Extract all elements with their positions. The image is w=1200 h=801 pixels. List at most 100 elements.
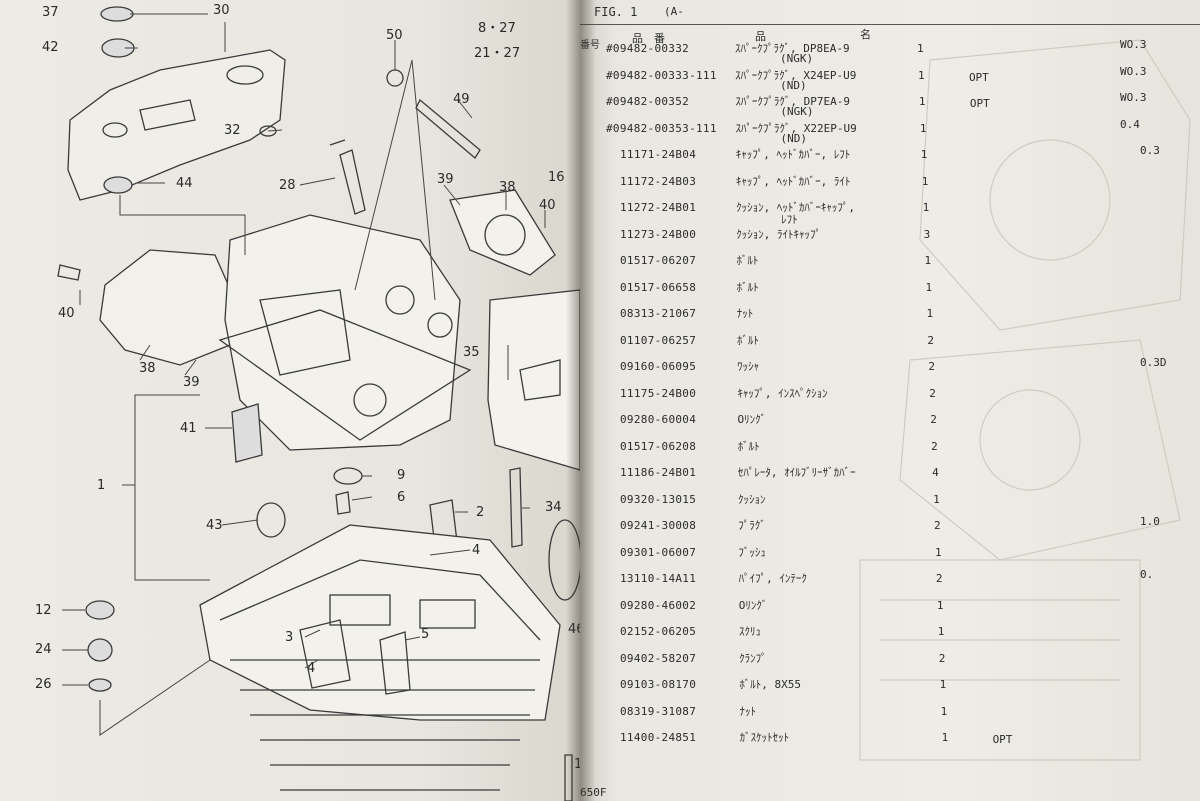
callout-2: 2 — [476, 505, 485, 520]
part-quantity: 1 — [922, 201, 930, 214]
part-description-line2: ﾚﾌﾄ — [781, 213, 798, 226]
part-description: ｽﾊﾟｰｸﾌﾟﾗｸﾞ, X22EP-U9 — [735, 121, 857, 135]
table-row: 09320-13015 ｸｯｼｮﾝ 1 — [580, 493, 1200, 515]
callout-34: 34 — [545, 500, 562, 515]
part-weight: WO.3 — [1120, 38, 1147, 51]
callout-4-lower: 4 — [307, 661, 316, 676]
callout-3: 3 — [285, 630, 294, 645]
part-quantity: 2 — [934, 519, 941, 532]
callout-8-27: 8・27 — [478, 21, 516, 36]
callout-50: 50 — [386, 28, 403, 43]
part-number: 08319-31087 — [620, 704, 697, 718]
header-rule-top — [580, 24, 1200, 25]
part-quantity: 1 — [917, 68, 925, 82]
part-number: 01517-06658 — [620, 280, 697, 294]
part-remark: OPT — [968, 70, 989, 84]
part-description: ｶﾞｽｹｯﾄｾｯﾄ — [739, 731, 790, 744]
callout-49: 49 — [453, 92, 470, 107]
part-quantity: 1 — [921, 174, 929, 188]
part-description: ﾌﾟﾗｸﾞ — [738, 519, 766, 532]
part-number: 09301-06007 — [620, 545, 697, 559]
callout-42: 42 — [42, 40, 59, 55]
part-quantity: 1 — [940, 704, 948, 718]
callout-6: 6 — [397, 490, 406, 505]
callout-38-upper: 38 — [499, 180, 516, 195]
part-quantity: 1 — [917, 42, 924, 55]
part-description: ｸｯｼｮﾝ — [738, 492, 766, 506]
part-quantity: 1 — [925, 280, 933, 294]
header-part: 品 番 — [632, 32, 665, 45]
part-quantity: 2 — [931, 439, 938, 453]
part-description: ｽﾊﾟｰｸﾌﾟﾗｸﾞ, DP7EA-9 — [735, 95, 850, 108]
callout-43: 43 — [206, 518, 223, 533]
part-number: 08313-21067 — [620, 307, 697, 320]
table-row: 08319-31087 ﾅｯﾄ 1 — [580, 705, 1200, 727]
table-row: 11272-24B01 ｸｯｼｮﾝ, ﾍｯﾄﾞｶﾊﾞｰｷｬｯﾌﾟ,ﾚﾌﾄ 1 — [580, 201, 1200, 226]
part-description: ｸｯｼｮﾝ, ﾍｯﾄﾞｶﾊﾞｰｷｬｯﾌﾟ, — [736, 201, 855, 214]
part-number: #09482-00333-111 — [606, 68, 717, 82]
part-quantity: 2 — [930, 413, 937, 426]
part-weight: WO.3 — [1120, 91, 1147, 104]
part-quantity: 1 — [939, 678, 947, 691]
callout-16: 16 — [548, 170, 565, 185]
part-number: 11273-24B00 — [620, 227, 697, 241]
callout-24: 24 — [35, 642, 52, 657]
part-quantity: 3 — [923, 227, 931, 241]
part-quantity: 1 — [933, 492, 940, 506]
header-name: 名 — [860, 28, 871, 41]
callout-32: 32 — [224, 123, 241, 138]
part-description-line2: (NGK) — [780, 105, 814, 118]
part-number: 11171-24B04 — [620, 148, 697, 161]
part-description-line2: (ND) — [780, 131, 808, 145]
part-number: #09482-00332 — [606, 42, 690, 55]
part-weight: 0.3D — [1140, 356, 1167, 369]
part-description: ｽｸﾘｭ — [738, 625, 761, 638]
part-number: 01517-06207 — [620, 254, 697, 267]
part-description: ﾅｯﾄ — [736, 307, 754, 320]
callout-1: 1 — [97, 478, 106, 493]
callout-12: 12 — [35, 603, 52, 618]
part-quantity: 1 — [919, 121, 927, 135]
part-description: ﾎﾞﾙﾄ — [737, 439, 760, 453]
part-quantity: 2 — [927, 333, 935, 347]
part-description: ｽﾊﾟｰｸﾌﾟﾗｸﾞ, X24EP-U9 — [735, 68, 857, 82]
callout-5: 5 — [421, 627, 430, 642]
part-number: 09280-60004 — [620, 413, 697, 426]
part-number: 09160-06095 — [620, 360, 697, 373]
part-description: ﾌﾞｯｼｭ — [738, 545, 766, 559]
part-number: 09320-13015 — [620, 492, 697, 506]
callout-44: 44 — [176, 176, 193, 191]
callout-40-right: 40 — [539, 198, 556, 213]
part-weight: 1.0 — [1140, 515, 1160, 528]
part-weight: 0.4 — [1120, 117, 1140, 131]
callout-35: 35 — [463, 345, 480, 360]
part-description: ﾅｯﾄ — [739, 704, 757, 718]
part-description: ﾎﾞﾙﾄ — [736, 254, 759, 267]
callout-37: 37 — [42, 5, 59, 20]
part-description: ｷｬｯﾌﾟ, ﾍｯﾄﾞｶﾊﾞｰ, ﾚﾌﾄ — [735, 148, 851, 161]
part-quantity: 1 — [936, 598, 944, 612]
book-spine-shadow — [566, 0, 596, 801]
callout-4-upper: 4 — [472, 543, 481, 558]
header-desc: 品 — [755, 30, 766, 43]
part-number: 09402-58207 — [620, 651, 697, 665]
part-number: 09280-46002 — [620, 598, 697, 612]
part-number: 11272-24B01 — [620, 201, 697, 214]
part-quantity: 2 — [938, 651, 946, 665]
part-description-line2: (NGK) — [780, 52, 814, 65]
